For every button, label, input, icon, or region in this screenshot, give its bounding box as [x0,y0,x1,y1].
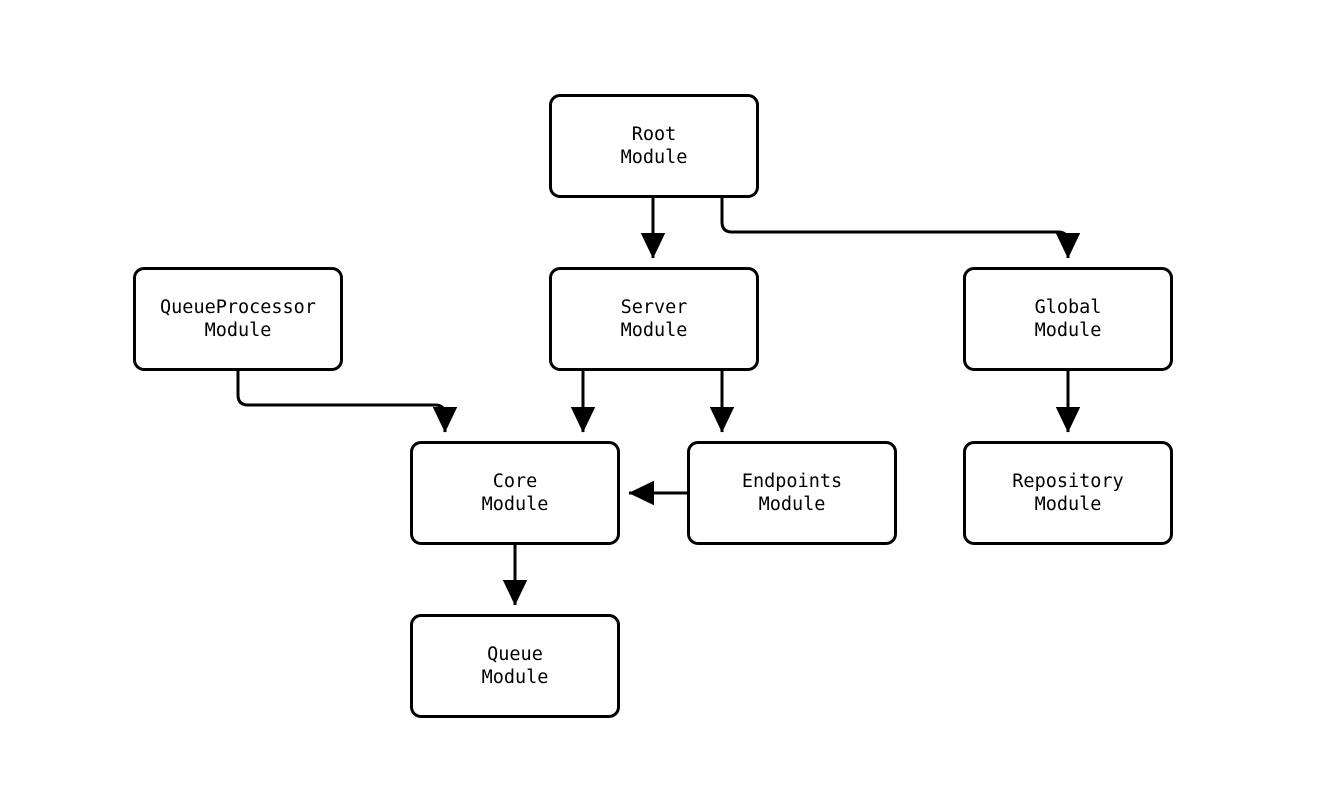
node-repository-module[interactable]: Repository Module [963,441,1173,545]
node-core-module[interactable]: Core Module [410,441,620,545]
edge-queueprocessor-core [236,371,458,433]
node-root-module[interactable]: Root Module [549,94,759,198]
node-endpoints-module[interactable]: Endpoints Module [687,441,897,545]
node-endpoints-module-label: Endpoints Module [741,471,843,515]
node-global-module-label: Global Module [1034,297,1102,341]
node-repository-module-label: Repository Module [1012,471,1124,515]
node-server-module-label: Server Module [620,297,688,341]
node-queueprocessor-module-label: QueueProcessor Module [160,297,316,341]
node-root-module-label: Root Module [620,124,688,168]
node-server-module[interactable]: Server Module [549,267,759,371]
node-queue-module-label: Queue Module [481,644,549,688]
edge-root-global [720,197,1081,259]
node-global-module[interactable]: Global Module [963,267,1173,371]
node-core-module-label: Core Module [481,471,549,515]
node-queue-module[interactable]: Queue Module [410,614,620,718]
node-queueprocessor-module[interactable]: QueueProcessor Module [133,267,343,371]
